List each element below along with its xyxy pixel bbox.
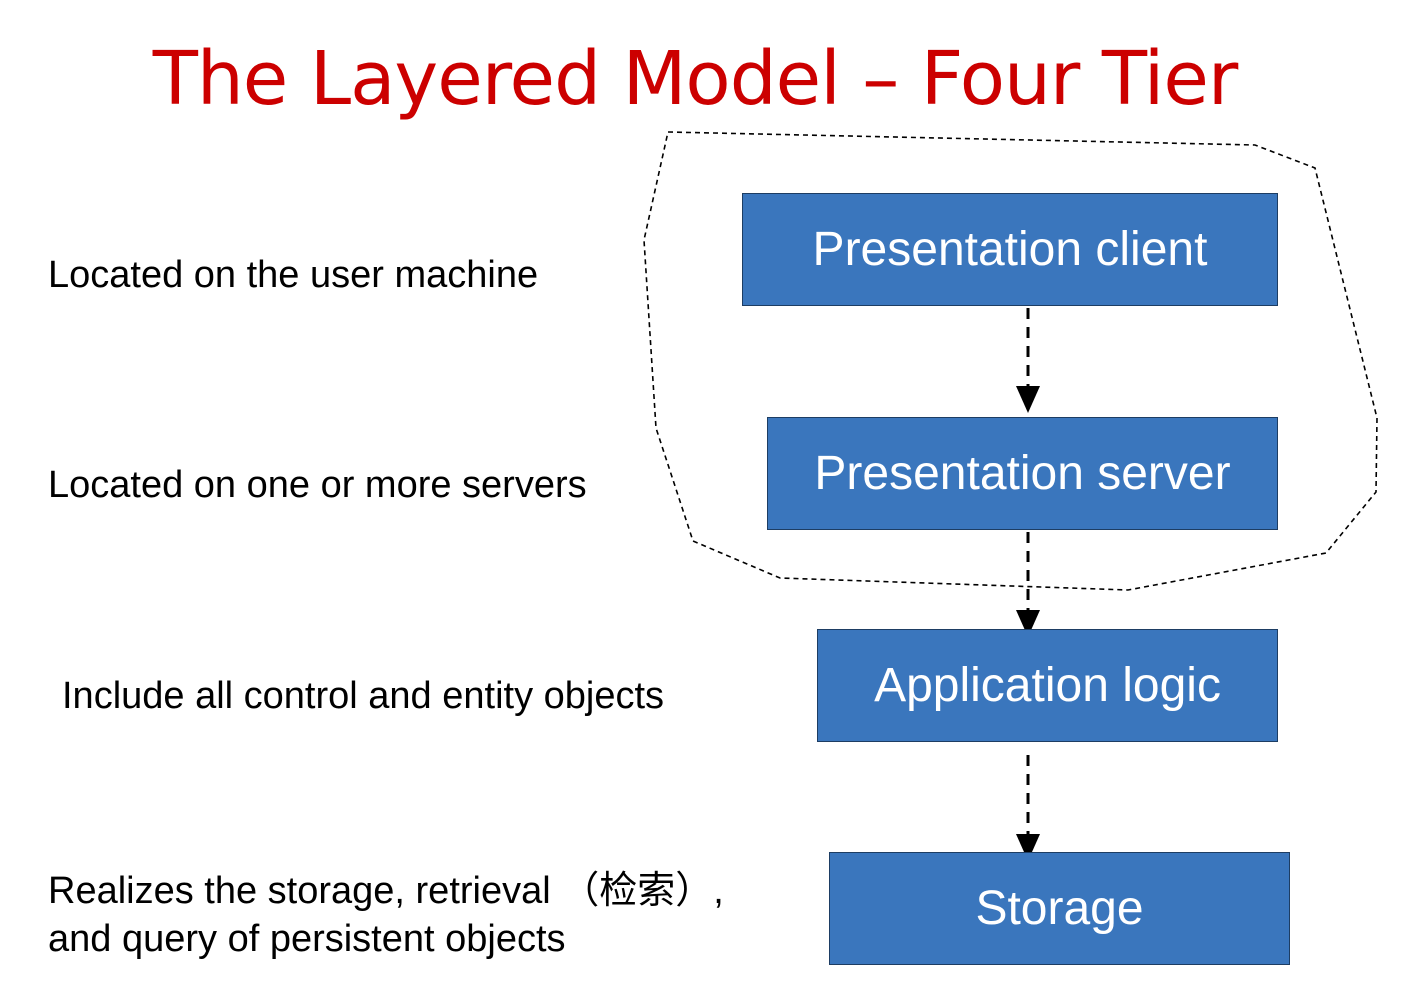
tier-label: Application logic [874,659,1221,712]
description-storage-line-1: Realizes the storage, retrieval （检索）, [48,870,724,912]
description-storage-line-2: and query of persistent objects [48,918,566,960]
tier-label: Presentation server [814,447,1231,500]
tier-label: Presentation client [812,223,1208,276]
tier-presentation-client: Presentation client [742,193,1278,306]
description-presentation-client: Located on the user machine [48,254,539,296]
tier-storage: Storage [829,852,1290,965]
tier-presentation-server: Presentation server [767,417,1278,530]
description-presentation-server: Located on one or more servers [48,464,587,506]
tier-application-logic: Application logic [817,629,1278,742]
tier-label: Storage [975,882,1144,935]
page-title: The Layered Model – Four Tier [152,36,1239,122]
description-storage: Realizes the storage, retrieval （检索）, an… [48,867,724,963]
presentation-group-boundary [643,131,1378,591]
description-application-logic: Include all control and entity objects [62,675,665,717]
